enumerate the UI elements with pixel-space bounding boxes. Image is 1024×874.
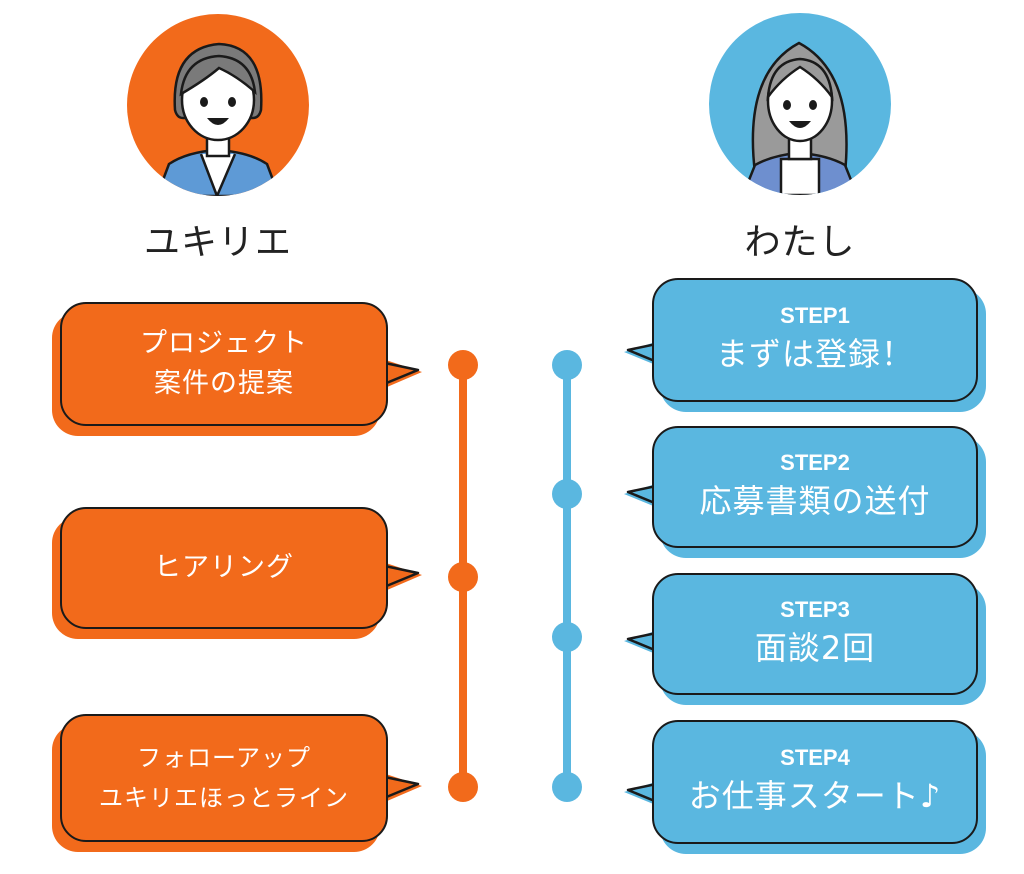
step-4-bubble: STEP4 お仕事スタート♪ bbox=[612, 720, 992, 860]
yukirie-step-2-bubble: ヒアリング bbox=[52, 505, 432, 645]
blue-dot-1 bbox=[552, 350, 582, 380]
step-2-text: 応募書類の送付 bbox=[699, 482, 931, 520]
yukirie-step-1-line-1: プロジェクト bbox=[140, 328, 308, 359]
step-2-label: STEP2 bbox=[780, 450, 850, 475]
yukirie-avatar bbox=[127, 14, 309, 196]
step-1-label: STEP1 bbox=[780, 303, 850, 328]
step-1-text: まずは登録！ bbox=[715, 335, 914, 373]
step-4-label: STEP4 bbox=[780, 745, 850, 770]
step-4-text: お仕事スタート♪ bbox=[688, 777, 942, 815]
blue-dot-4 bbox=[552, 772, 582, 802]
blue-dot-3 bbox=[552, 622, 582, 652]
yukirie-step-2-line-1: ヒアリング bbox=[154, 552, 294, 583]
yukirie-step-3-bubble: フォローアップ ユキリエほっとライン bbox=[52, 712, 432, 857]
yukirie-step-1-line-2: 案件の提案 bbox=[154, 368, 294, 399]
step-3-bubble: STEP3 面談2回 bbox=[612, 573, 992, 709]
step-3-text: 面談2回 bbox=[754, 629, 876, 667]
yukirie-step-3-line-2: ユキリエほっとライン bbox=[99, 784, 349, 812]
orange-dot-2 bbox=[448, 562, 478, 592]
yukirie-step-1-bubble: プロジェクト 案件の提案 bbox=[52, 300, 432, 440]
step-2-bubble: STEP2 応募書類の送付 bbox=[612, 426, 992, 562]
orange-dot-3 bbox=[448, 772, 478, 802]
yukirie-name: ユキリエ bbox=[143, 222, 292, 263]
me-name: わたし bbox=[744, 222, 856, 263]
step-1-bubble: STEP1 まずは登録！ bbox=[612, 278, 992, 416]
step-3-label: STEP3 bbox=[780, 597, 850, 622]
yukirie-step-3-line-1: フォローアップ bbox=[136, 744, 312, 772]
blue-dot-2 bbox=[552, 479, 582, 509]
me-avatar bbox=[709, 13, 891, 195]
orange-dot-1 bbox=[448, 350, 478, 380]
